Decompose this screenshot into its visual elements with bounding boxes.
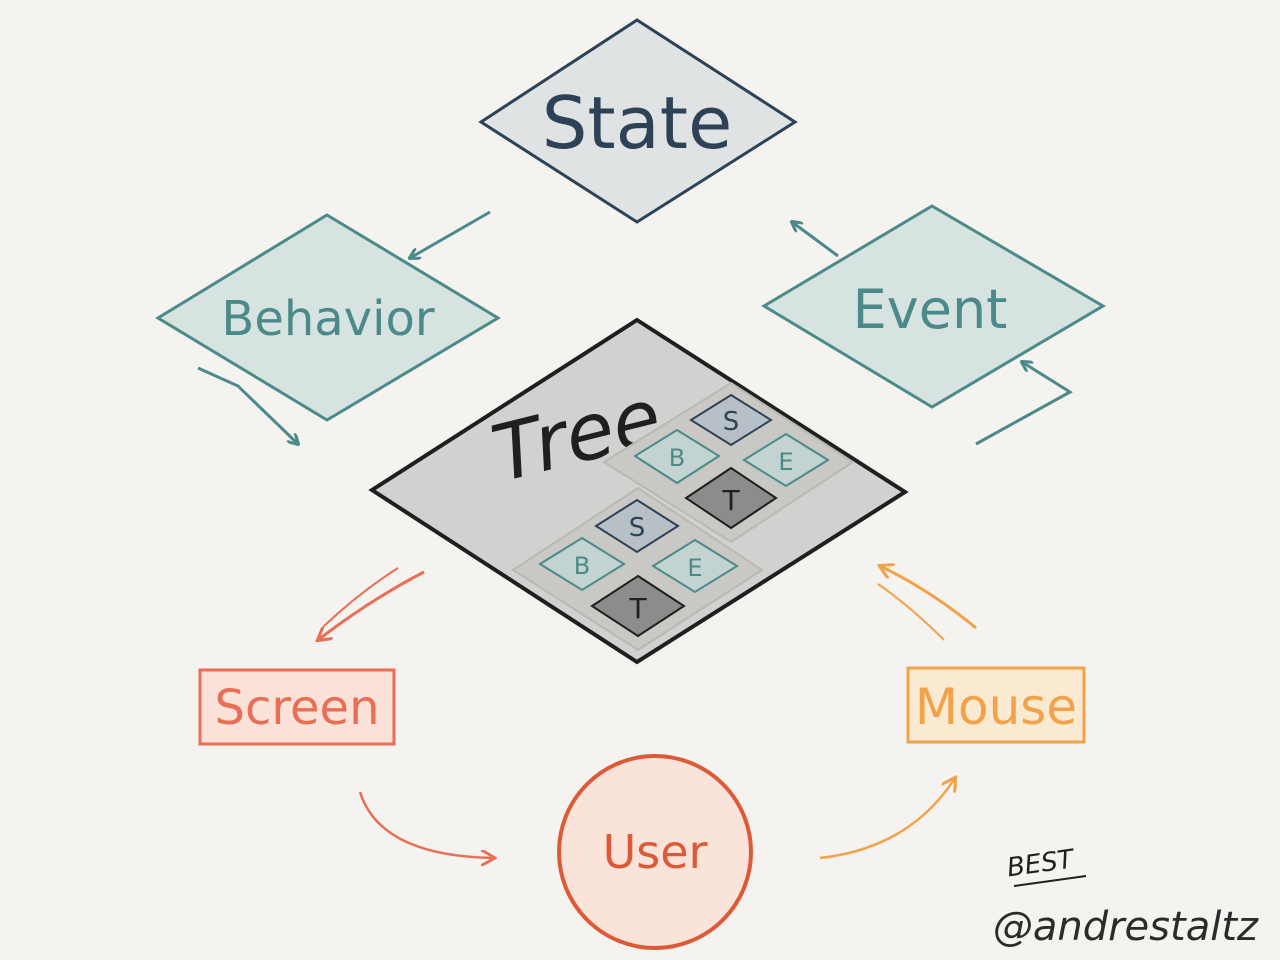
user-node: User [557, 754, 753, 950]
tree-to-screen-arrow [318, 570, 425, 640]
mini-s-lower-label: S [629, 513, 646, 543]
state-node: State [478, 18, 798, 224]
mouse-node: Mouse [906, 666, 1086, 744]
behavior-to-tree-arrow [197, 366, 298, 444]
state-label: State [542, 81, 733, 165]
mini-s-upper-label: S [723, 407, 740, 437]
mini-tree-upper: S B E T [602, 381, 855, 544]
screen-node: Screen [198, 668, 396, 746]
mini-e-lower-label: E [687, 554, 702, 582]
mouse-box [906, 666, 1086, 744]
mouse-label: Mouse [915, 678, 1077, 736]
mouse-to-event-arrow [975, 362, 1073, 446]
user-circle [557, 754, 753, 950]
tree-node: Tree S B E T S B E T [368, 317, 909, 665]
screen-label: Screen [214, 680, 379, 736]
event-to-state-arrow [792, 222, 839, 258]
author-signature: @andrestaltz [993, 904, 1259, 950]
mini-b-upper-label: B [669, 444, 685, 472]
behavior-label: Behavior [221, 291, 434, 347]
mini-b-upper-cell [633, 428, 721, 485]
mini-e-upper-label: E [778, 448, 793, 476]
event-node: Event [761, 204, 1106, 409]
mouse-to-tree-arrow [880, 566, 977, 630]
behavior-node: Behavior [155, 213, 501, 422]
state-to-behavior-arrow [410, 210, 491, 258]
best-logo-text: BEST [1005, 844, 1077, 883]
best-logo-underline [1013, 875, 1087, 887]
event-diamond [761, 204, 1106, 409]
user-to-mouse-arrow [819, 778, 955, 860]
mini-b-lower-cell [538, 536, 626, 592]
mini-b-lower-label: B [574, 552, 590, 580]
event-label: Event [853, 278, 1008, 341]
mini-t-lower-label: T [628, 592, 647, 625]
mini-tree-upper-backdrop [602, 381, 855, 544]
mouse-to-tree-arrow-echo [877, 583, 945, 641]
screen-to-user-arrow [358, 791, 494, 858]
mini-tree-lower: S B E T [511, 486, 764, 652]
mini-t-lower-cell [590, 574, 686, 638]
user-label: User [603, 825, 708, 879]
mini-s-lower-cell [594, 498, 680, 554]
tree-to-screen-arrow-echo [323, 567, 399, 627]
mini-e-lower-cell [651, 538, 739, 594]
screen-box [198, 668, 396, 746]
best-logo: BEST [1005, 844, 1087, 887]
mini-t-upper-label: T [721, 484, 740, 517]
mini-e-upper-cell [742, 432, 830, 488]
mini-tree-lower-backdrop [511, 486, 764, 652]
behavior-diamond [155, 213, 501, 422]
state-diamond [478, 18, 798, 224]
mini-t-upper-cell [684, 466, 778, 530]
mini-s-upper-cell [689, 393, 773, 447]
